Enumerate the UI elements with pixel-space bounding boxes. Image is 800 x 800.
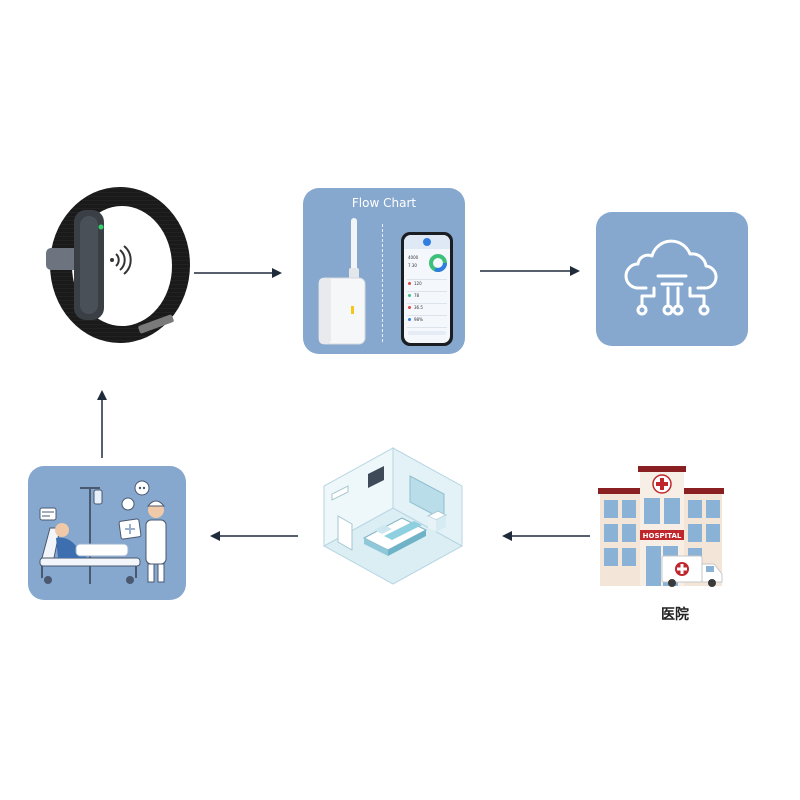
arrow-left-2 xyxy=(502,531,590,541)
arrow-right-2 xyxy=(480,266,580,276)
hospital-building: HOSPITAL xyxy=(598,464,730,590)
app-logo-icon xyxy=(423,238,431,246)
wireless-signal-icon xyxy=(110,245,132,275)
wristband-device xyxy=(30,180,190,360)
hospital-sign: HOSPITAL xyxy=(643,532,682,540)
flow-chart-title: Flow Chart xyxy=(351,196,417,210)
hospital-label: 医院 xyxy=(661,607,689,623)
phone-value-1: 4000 xyxy=(408,255,419,260)
phone-value-3: 120 xyxy=(414,281,422,286)
phone-value-4: 78 xyxy=(414,293,420,298)
phone-app-screen: 4000 7.30 120 78 36.5 98% xyxy=(401,232,453,346)
phone-value-5: 36.5 xyxy=(414,305,423,310)
gateway-device-icon xyxy=(318,218,366,345)
cloud-network-icon xyxy=(624,239,718,316)
patient-doctor-card xyxy=(28,466,186,600)
gateway-app-card: Flow Chart 4000 7.30 120 78 xyxy=(303,188,465,354)
cloud-platform-card xyxy=(596,212,748,346)
ward-room-illustration xyxy=(322,447,464,585)
card-divider xyxy=(382,224,383,342)
wristband-image xyxy=(46,187,190,343)
arrow-left-1 xyxy=(210,531,298,541)
phone-value-6: 98% xyxy=(414,317,423,322)
hospital-ward-room xyxy=(318,446,468,596)
hospital-illustration: HOSPITAL xyxy=(598,466,724,587)
arrow-up xyxy=(97,390,107,458)
ambulance-icon xyxy=(661,555,723,587)
arrow-right-1 xyxy=(194,268,282,278)
phone-value-2: 7.30 xyxy=(408,263,417,268)
donut-chart-icon xyxy=(429,254,447,272)
patient-care-illustration xyxy=(39,480,167,584)
